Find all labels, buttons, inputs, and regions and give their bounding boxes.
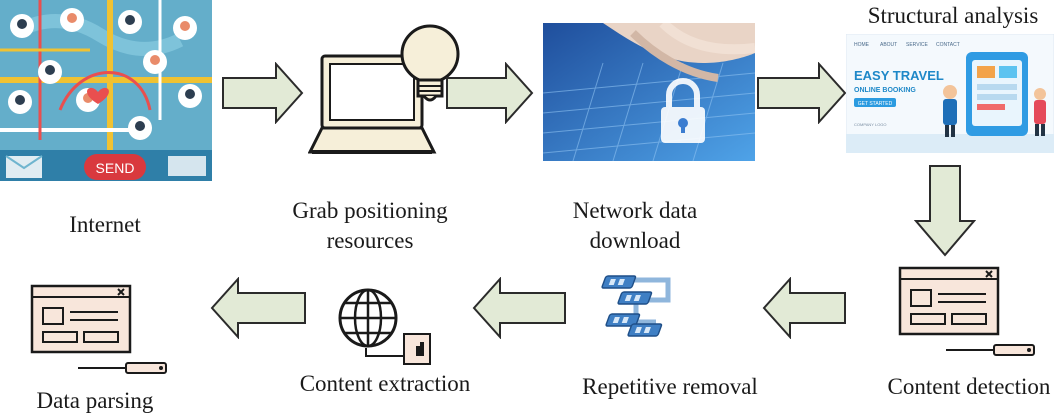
label-structural-analysis: Structural analysis <box>867 3 1039 28</box>
label-repetitive-removal: Repetitive removal <box>582 374 758 399</box>
label-internet: Internet <box>69 212 141 237</box>
arrow-right-1 <box>222 62 304 124</box>
data-parsing-icon <box>30 284 172 380</box>
content-detection-icon <box>898 266 1040 362</box>
label-data-parsing: Data parsing <box>36 388 154 413</box>
network-download-image <box>543 23 755 161</box>
arrow-down <box>914 165 976 257</box>
nav-home: HOME <box>854 42 870 48</box>
arrow-left-2 <box>472 277 566 339</box>
send-text: SEND <box>96 160 135 176</box>
repetitive-removal-icon <box>596 270 678 342</box>
content-extraction-icon <box>336 286 436 368</box>
arrow-right-3 <box>757 62 847 124</box>
arrow-left-1 <box>762 277 846 339</box>
arrow-left-3 <box>210 277 306 339</box>
nav-about: ABOUT <box>880 42 897 48</box>
nav-service: SERVICE <box>906 42 929 48</box>
label-content-extraction: Content extraction <box>299 371 471 396</box>
laptop-bulb-icon <box>308 22 470 162</box>
label-grab-line1: Grab positioning <box>292 198 448 223</box>
nav-contact: CONTACT <box>936 42 960 48</box>
label-grab-line2: resources <box>326 228 414 253</box>
travel-footer: COMPANY LOGO <box>854 122 887 127</box>
travel-headline-1: EASY TRAVEL <box>854 68 944 83</box>
label-network-line1: Network data <box>572 198 698 223</box>
arrow-right-2 <box>446 62 534 124</box>
internet-image: SEND <box>0 0 212 181</box>
label-network-line2: download <box>589 228 681 253</box>
travel-cta: GET STARTED <box>858 101 893 107</box>
travel-headline-2: ONLINE BOOKING <box>854 87 916 94</box>
travel-page-image: HOME ABOUT SERVICE CONTACT EASY TRAVEL O… <box>846 34 1054 153</box>
label-content-detection: Content detection <box>887 374 1051 399</box>
